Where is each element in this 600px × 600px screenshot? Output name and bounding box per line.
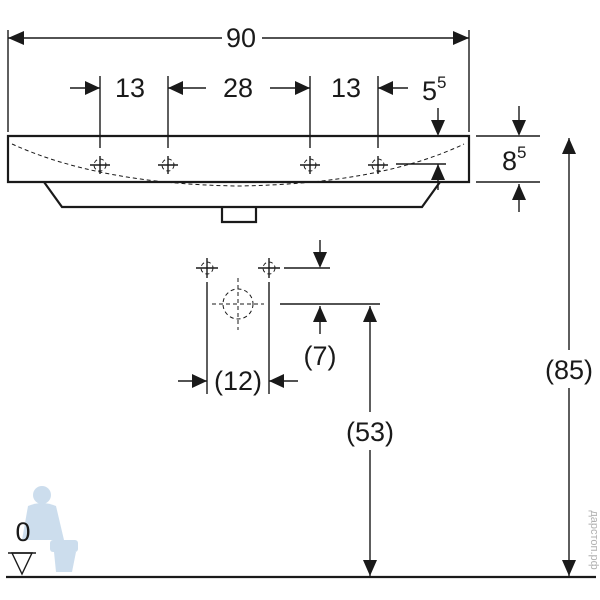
total-height-label: (85) [545,355,593,385]
overall-width-label: 90 [226,23,256,53]
floor-level-label: 0 [15,517,30,547]
tap-spacing-label: 28 [223,73,253,103]
tap-spacing-dimensions: 13 28 13 [70,73,408,148]
drain-height-dimension: (53) [346,306,394,576]
washbasin-outline [6,134,471,224]
plumber-watermark-icon [22,486,78,572]
tap-offset-left-label: 13 [115,73,145,103]
basin-thickness-dimension: 85 [476,106,540,212]
tap-hole-icon [90,156,110,174]
tap-hole-icon [368,156,388,174]
total-height-dimension: (85) [545,138,593,576]
tap-offset-right-label: 13 [331,73,361,103]
watermark-text: дарстоп.рф [588,510,600,569]
drain-outlet-icon [212,278,264,330]
overall-width-dimension: 90 [7,23,470,132]
basin-thickness-label: 85 [502,143,527,176]
drain-connection: (12) (7) [178,240,380,396]
drain-vertical-offset-label: (7) [304,341,337,371]
supply-point-icon [196,258,218,278]
floor-level-marker: 0 [8,517,36,576]
tap-hole-icon [300,156,320,174]
overflow-offset-label: 55 [422,73,447,106]
drain-height-label: (53) [346,417,394,447]
drain-spacing-label: (12) [214,366,262,396]
overflow-offset-dimension: 55 [396,73,447,190]
supply-point-icon [258,258,280,278]
tap-hole-icon [158,156,178,174]
tap-hole-markers [90,156,388,174]
